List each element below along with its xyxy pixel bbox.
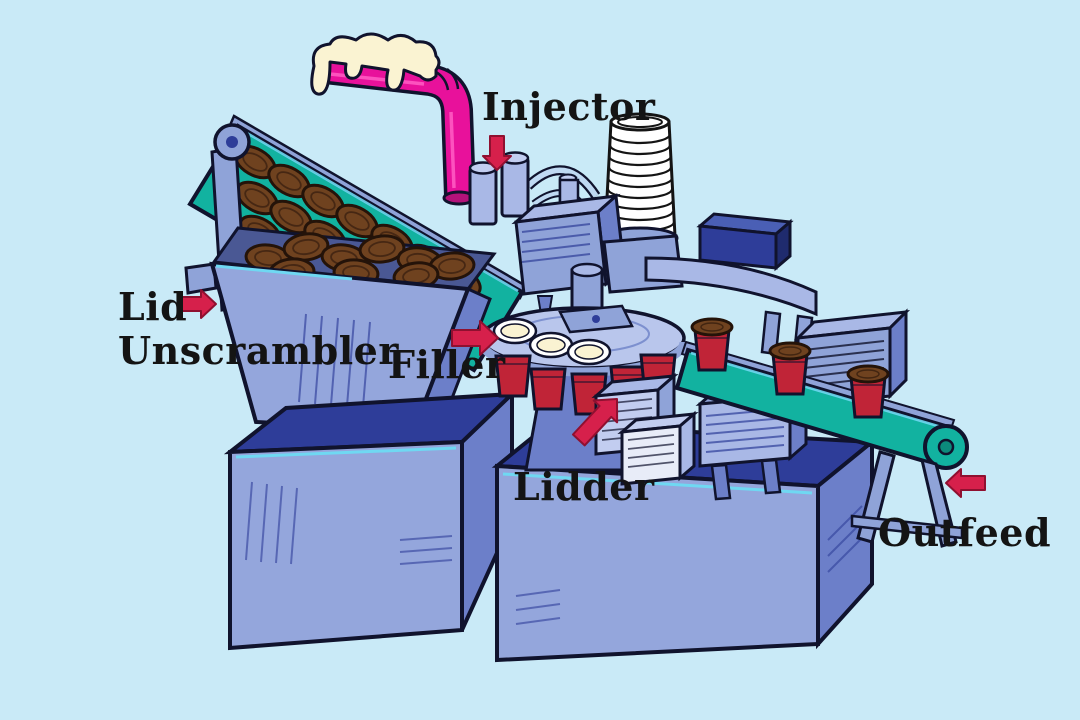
label-injector: Injector <box>482 84 656 129</box>
arm-box-front <box>698 224 778 270</box>
stack-top-inner <box>617 116 663 128</box>
left-base <box>223 389 518 651</box>
lid-hopper <box>184 226 497 443</box>
lidder-hatch <box>601 398 653 441</box>
lidded-cup <box>692 319 732 370</box>
pipe-ribs <box>435 68 460 91</box>
outfeed-crossbar <box>850 514 964 540</box>
label-outfeed: Outfeed <box>878 510 1051 555</box>
drive-hatch <box>705 408 785 453</box>
capper-hatch <box>803 340 885 396</box>
label-lidder: Lidder <box>513 464 655 509</box>
left-base-front <box>228 439 464 651</box>
right-base-hatch <box>515 589 561 625</box>
pulley-hub <box>226 136 238 148</box>
lidder-arrow-upright-icon <box>571 398 619 447</box>
injector-arrow-down-icon <box>482 135 512 171</box>
cream-cup <box>492 317 538 345</box>
injector-cylinder <box>468 166 498 226</box>
lid-unscrambler-arrow-right-icon <box>180 289 217 319</box>
filler-arrow-right-icon <box>451 320 499 356</box>
plate-bolt <box>592 315 600 323</box>
red-cup <box>529 367 567 411</box>
tube <box>526 167 599 198</box>
outfeed-arrow-left-icon <box>945 468 986 498</box>
roller-hub <box>937 438 955 456</box>
hopper-bracket <box>184 262 218 295</box>
right-base-front <box>495 463 820 663</box>
cream-blob <box>310 32 441 96</box>
capper-side <box>888 308 908 400</box>
right-base-accent <box>502 472 813 495</box>
hopper-hatch <box>298 313 371 408</box>
outfeed-leg <box>919 457 958 548</box>
lidded-cup <box>770 343 810 394</box>
injector-pipe <box>310 32 476 206</box>
cream-cup <box>528 331 574 359</box>
left-base-hatch <box>245 481 298 565</box>
label-unscrambler: Unscrambler <box>118 328 399 373</box>
drive-leg <box>710 463 732 501</box>
drive-leg <box>760 458 782 495</box>
cream-cup <box>566 338 612 366</box>
lidder-hatch <box>627 434 675 468</box>
lidded-cup <box>848 366 888 417</box>
injector-cylinder <box>500 156 530 218</box>
left-base-hatch <box>399 535 453 565</box>
tower-hatch <box>521 223 591 263</box>
label-filler: Filler <box>388 342 506 387</box>
hopper-rim-accent <box>215 264 353 281</box>
left-base-accent <box>235 446 457 459</box>
lidder-box2-side <box>678 410 696 482</box>
annotation-arrows <box>180 135 986 498</box>
column-top <box>570 262 604 278</box>
label-lid: Lid <box>118 284 187 329</box>
annotation-labels: Injector Lid Unscrambler Filler Lidder O… <box>118 84 1051 555</box>
